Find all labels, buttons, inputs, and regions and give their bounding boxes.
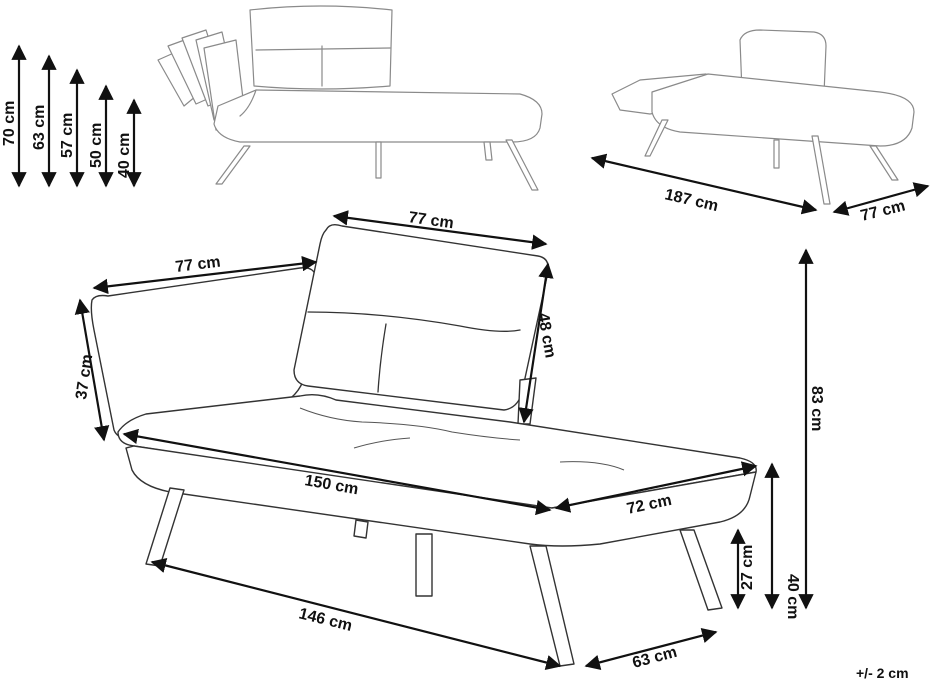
leg-back-left	[353, 519, 369, 539]
armrest-length-line	[92, 255, 318, 295]
backrest-cushion	[293, 223, 549, 411]
under-clearance-label: 27 cm	[739, 545, 756, 590]
armrest-height-line	[74, 298, 110, 442]
backrest-height-line	[518, 262, 554, 424]
height-dimensions: 70 cm 63 cm 57 cm 50 cm 40 cm	[1, 44, 142, 188]
armrest-length-label: 77 cm	[174, 254, 221, 276]
leg-back-right	[679, 529, 723, 611]
seat-depth-line	[554, 461, 758, 513]
leg-span-length-line	[150, 557, 562, 671]
flat-bed-dimensions: 187 cm 77 cm	[590, 153, 930, 225]
backrest-width-line	[332, 210, 548, 250]
total-height-label: 83 cm	[808, 386, 825, 431]
height-57-label: 57 cm	[59, 113, 76, 158]
flat-depth-line	[832, 182, 930, 216]
flat-length-label: 187 cm	[663, 186, 720, 215]
armrest-height-label: 37 cm	[73, 353, 96, 400]
leg-front-left	[145, 487, 185, 567]
recline-positions-sketch	[157, 5, 543, 191]
tolerance-note: +/- 2 cm	[856, 665, 909, 681]
backrest-height-label: 48 cm	[534, 312, 559, 360]
leg-middle	[415, 533, 433, 597]
backrest-width-label: 77 cm	[407, 209, 454, 232]
leg-span-depth-line	[584, 628, 718, 670]
flat-depth-label: 77 cm	[859, 197, 907, 224]
height-40-small-label: 40 cm	[116, 133, 133, 178]
flat-bed-sketch	[611, 29, 915, 205]
seat-height-label: 40 cm	[784, 574, 801, 619]
height-63-label: 63 cm	[31, 105, 48, 150]
height-50-label: 50 cm	[88, 123, 105, 168]
seat-length-line	[122, 428, 552, 516]
height-70-label: 70 cm	[1, 101, 18, 146]
leg-front-right	[529, 545, 575, 667]
leg-span-length-label: 146 cm	[297, 605, 354, 635]
flat-length-line	[590, 153, 818, 215]
